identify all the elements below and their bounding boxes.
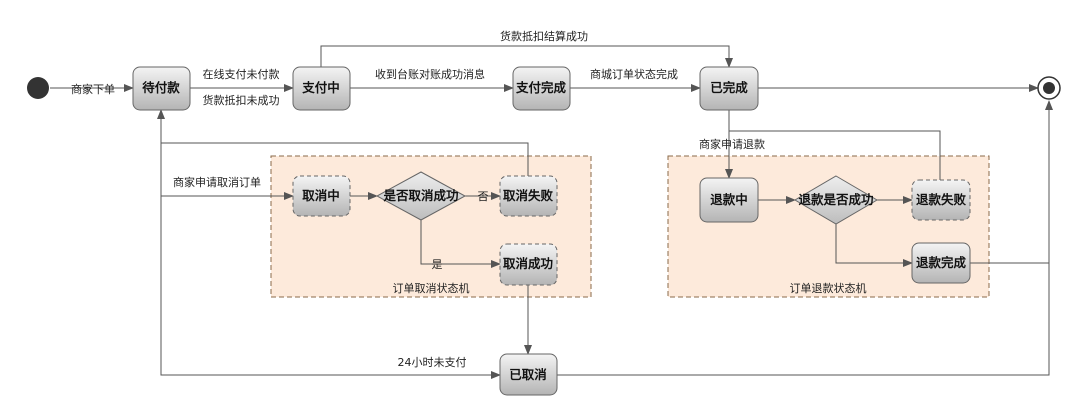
state-cancel-failed: 取消失败 xyxy=(499,175,558,217)
svg-text:取消失败: 取消失败 xyxy=(503,188,554,203)
svg-text:支付中: 支付中 xyxy=(301,80,340,95)
label-request-cancel: 商家申请取消订单 xyxy=(173,175,261,189)
state-refund-failed: 退款失败 xyxy=(911,179,971,221)
state-cancel-success: 取消成功 xyxy=(499,243,558,286)
label-unpaid-24h: 24小时未支付 xyxy=(398,356,467,369)
edge-check-to-cancel-success xyxy=(420,220,501,268)
label-deduct-settle-ok: 货款抵扣结算成功 xyxy=(500,29,588,43)
svg-text:已取消: 已取消 xyxy=(509,367,547,382)
refund-machine-label: 订单退款状态机 xyxy=(790,281,867,295)
state-cancelling: 取消中 xyxy=(292,175,351,217)
edge-refund-failed-to-completed xyxy=(729,130,941,180)
state-refunding: 退款中 xyxy=(699,177,759,223)
label-request-refund: 商家申请退款 xyxy=(699,137,765,151)
state-cancelled: 已取消 xyxy=(499,353,558,396)
label-merchant-order: 商家下单 xyxy=(71,82,115,96)
svg-text:已完成: 已完成 xyxy=(710,80,748,95)
state-paid: 支付完成 xyxy=(512,66,571,111)
transitions xyxy=(50,45,1053,379)
svg-text:支付完成: 支付完成 xyxy=(515,80,567,95)
edge-check-to-refund-done xyxy=(835,224,913,267)
svg-text:取消中: 取消中 xyxy=(302,188,340,203)
decision-refund-check: 退款是否成功 xyxy=(794,175,878,225)
label-deduct-failed: 货款抵扣未成功 xyxy=(203,93,280,107)
edge-cancelled-to-end xyxy=(557,100,1053,376)
svg-text:待付款: 待付款 xyxy=(142,80,180,95)
svg-text:退款失败: 退款失败 xyxy=(916,192,967,207)
state-paying: 支付中 xyxy=(292,66,351,111)
label-yes: 是 xyxy=(432,258,443,271)
svg-text:退款中: 退款中 xyxy=(710,192,748,207)
svg-text:退款是否成功: 退款是否成功 xyxy=(798,192,873,207)
svg-text:退款完成: 退款完成 xyxy=(916,255,967,270)
final-state-node xyxy=(1037,76,1061,100)
label-no: 否 xyxy=(478,190,489,203)
state-pending-payment: 待付款 xyxy=(132,66,191,111)
decision-cancel-check: 是否取消成功 xyxy=(375,171,467,221)
svg-text:取消成功: 取消成功 xyxy=(503,256,553,271)
state-completed: 已完成 xyxy=(699,66,759,111)
label-mall-order-done: 商城订单状态完成 xyxy=(590,67,678,81)
label-reconcile-ok: 收到台账对账成功消息 xyxy=(375,67,485,81)
cancel-machine-label: 订单取消状态机 xyxy=(393,281,470,295)
svg-text:是否取消成功: 是否取消成功 xyxy=(382,188,458,203)
edge-pending-to-cancelled xyxy=(160,110,501,379)
label-online-unpaid: 在线支付未付款 xyxy=(203,67,280,81)
edge-paying-to-completed xyxy=(320,45,733,68)
initial-state-node xyxy=(27,77,49,99)
state-refund-done: 退款完成 xyxy=(911,242,971,284)
